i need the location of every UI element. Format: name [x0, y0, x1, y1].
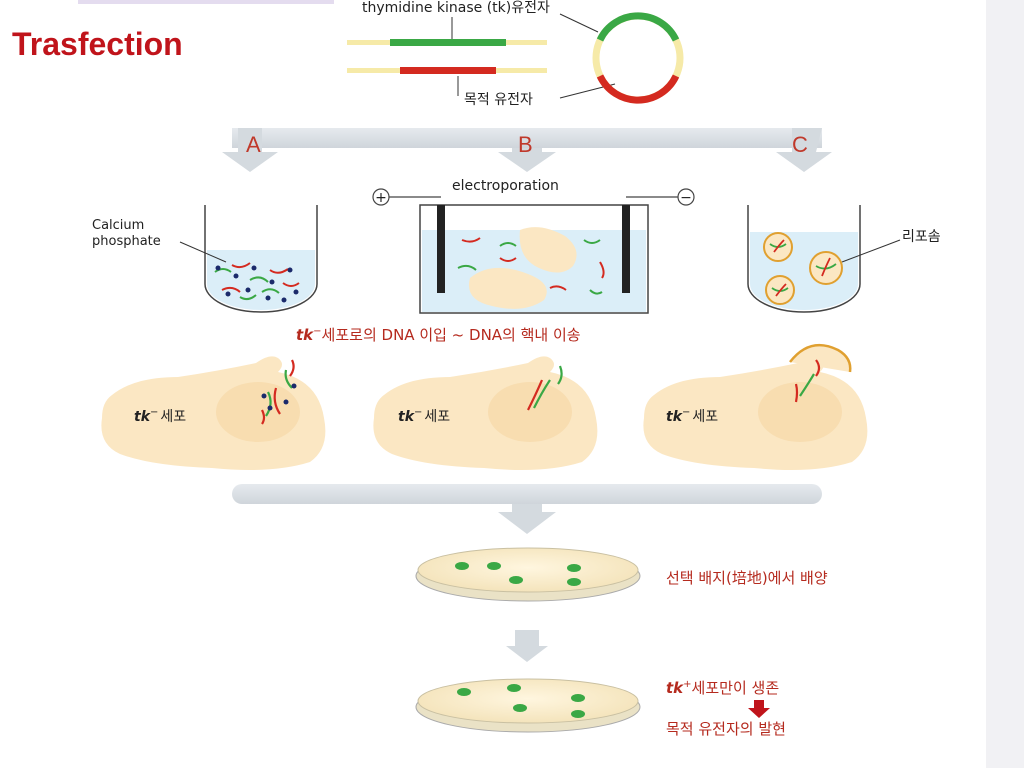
merge-arrow	[232, 484, 822, 534]
uptake-label: tk−세포로의 DNA 이입 ~ DNA의 핵내 이송	[296, 326, 581, 344]
expression-label: 목적 유전자의 발현	[666, 720, 786, 738]
top-decor-strip	[78, 0, 334, 4]
method-b-letter: B	[518, 132, 533, 157]
liposome-tube	[747, 205, 861, 313]
svg-text:+: +	[375, 190, 387, 206]
liposome-dna	[769, 239, 837, 297]
right-electrode	[622, 205, 630, 293]
electroporation-cuvette: + −	[372, 188, 695, 314]
right-decor-strip	[986, 0, 1024, 768]
expression-arrow-icon	[748, 700, 770, 718]
survival-label: tk+세포만이 생존	[666, 679, 779, 697]
electroporation-cell-2	[468, 267, 547, 309]
cell-c: tk−세포	[643, 343, 868, 470]
tk-gene-label: thymidine kinase (tk)유전자	[362, 0, 550, 16]
cell-b: tk−세포	[373, 356, 598, 470]
selection-dish	[415, 547, 641, 602]
method-a-letter: A	[246, 132, 261, 157]
slide-title: Trasfection	[12, 26, 183, 62]
tk-plasmid-pointer	[559, 13, 599, 33]
left-electrode	[437, 205, 445, 293]
culture-label: 선택 배지(培地)에서 배양	[666, 569, 828, 587]
cell-b-label: tk−세포	[398, 407, 450, 425]
cell-a-label: tk−세포	[134, 407, 186, 425]
split-arrow	[222, 128, 832, 172]
method-c-letter: C	[792, 132, 808, 157]
plasmid	[592, 12, 684, 104]
small-down-arrow	[506, 630, 548, 662]
minus-electrode-symbol: −	[626, 188, 695, 206]
electroporation-dna	[457, 237, 605, 295]
target-gene-strand	[347, 67, 547, 74]
cell-a: tk−세포	[101, 356, 326, 470]
calcium-pointer	[179, 241, 227, 263]
liposome-pointer	[841, 239, 901, 263]
liposome-label: 리포솜	[902, 229, 941, 245]
calcium-particles	[215, 265, 299, 303]
plus-electrode-symbol: +	[372, 188, 441, 206]
survival-dish	[415, 678, 641, 733]
cell-c-label: tk−세포	[666, 407, 718, 425]
tk-gene-strand	[347, 39, 547, 46]
target-gene-label: 목적 유전자	[464, 92, 533, 108]
calcium-phosphate-tube	[204, 205, 318, 313]
calcium-dna-mix	[214, 262, 300, 301]
calcium-phosphate-label: Calcium phosphate	[92, 218, 161, 249]
svg-text:−: −	[680, 190, 692, 206]
electroporation-label: electroporation	[452, 178, 559, 194]
electroporation-cell-1	[519, 227, 577, 273]
